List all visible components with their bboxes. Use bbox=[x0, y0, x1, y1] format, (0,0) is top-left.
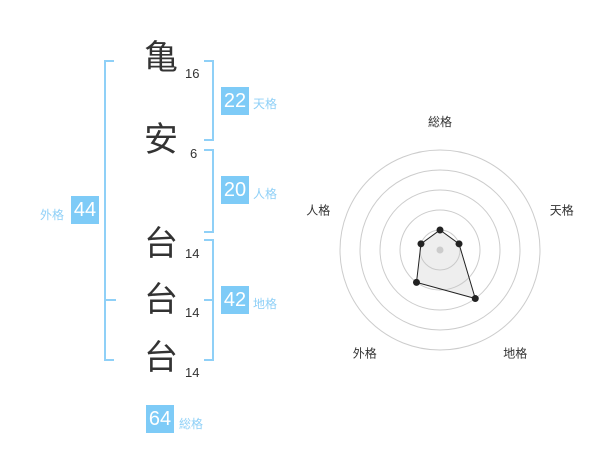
radar-ring bbox=[359, 169, 521, 331]
soukaku-label: 総格 bbox=[179, 417, 204, 431]
stroke-count-2: 6 bbox=[190, 146, 198, 161]
chikaku-label: 地格 bbox=[253, 297, 278, 311]
tenkaku-value: 22 bbox=[221, 87, 249, 115]
name-char-5: 台 bbox=[144, 338, 178, 378]
chikaku-tick bbox=[204, 299, 214, 301]
radar-area bbox=[415, 229, 477, 300]
jinkaku-bracket bbox=[204, 149, 214, 233]
radar-point-1 bbox=[455, 240, 463, 248]
radar-ring bbox=[379, 189, 501, 311]
tenkaku-bracket bbox=[204, 60, 214, 141]
radar-point-2 bbox=[471, 295, 479, 303]
gaikaku-bracket bbox=[104, 60, 114, 361]
gaikaku-tick bbox=[104, 299, 116, 301]
stroke-count-4: 14 bbox=[185, 305, 200, 320]
name-char-2: 安 bbox=[144, 120, 178, 160]
radar-point-4 bbox=[417, 240, 425, 248]
jinkaku-label: 人格 bbox=[253, 187, 278, 201]
tenkaku-label: 天格 bbox=[253, 97, 278, 111]
radar-axis-label: 地格 bbox=[503, 346, 527, 361]
jinkaku-value: 20 bbox=[221, 176, 249, 204]
radar-axis-label: 天格 bbox=[550, 202, 574, 217]
radar-axis-label: 総格 bbox=[428, 114, 452, 129]
name-char-3: 台 bbox=[144, 224, 178, 264]
radar-ring bbox=[339, 149, 541, 351]
chikaku-value: 42 bbox=[221, 286, 249, 314]
radar-center bbox=[436, 246, 444, 254]
gaikaku-label: 外格 bbox=[40, 208, 65, 222]
radar-point-0 bbox=[436, 226, 444, 234]
stroke-count-3: 14 bbox=[185, 246, 200, 261]
radar-axis-label: 外格 bbox=[353, 346, 377, 361]
name-char-4: 台 bbox=[144, 280, 178, 320]
stroke-count-5: 14 bbox=[185, 365, 200, 380]
gaikaku-value: 44 bbox=[71, 196, 99, 224]
radar-axis-label: 人格 bbox=[306, 202, 330, 217]
name-char-1: 亀 bbox=[144, 38, 178, 78]
soukaku-value: 64 bbox=[146, 405, 174, 433]
radar-ring bbox=[399, 209, 481, 291]
stroke-count-1: 16 bbox=[185, 66, 200, 81]
radar-point-3 bbox=[412, 278, 420, 286]
